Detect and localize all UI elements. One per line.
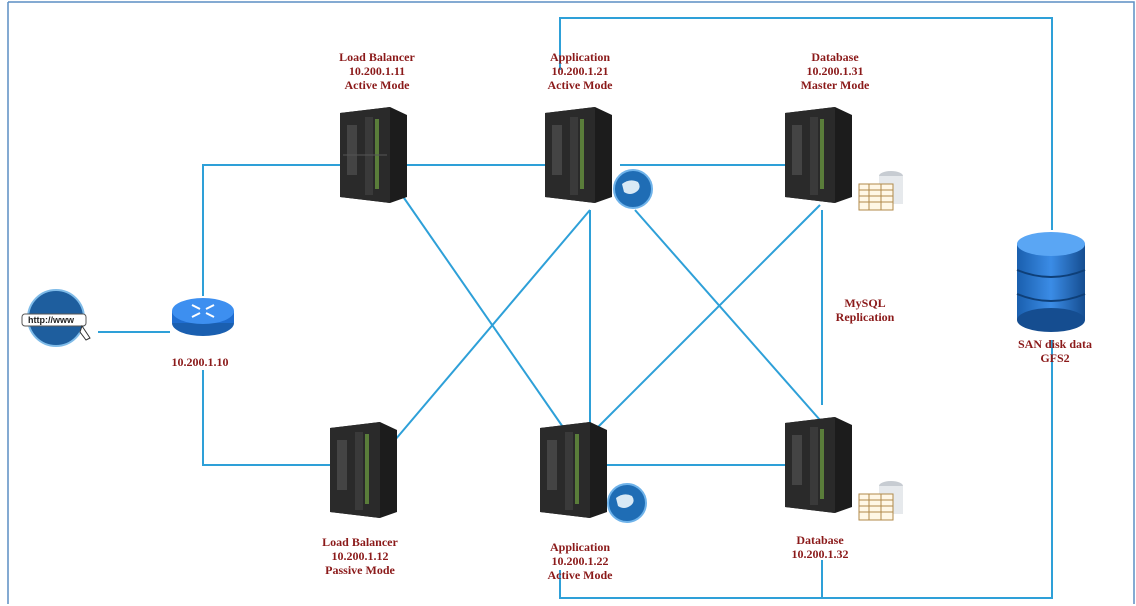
server-icon [780,105,855,209]
router-icon [170,295,236,343]
link-lb2-app1 [394,209,591,441]
server-icon [335,105,410,209]
link-router-lb2 [202,370,360,466]
link-top-bus-san [559,17,1053,230]
web-globe-icon [606,482,648,528]
link-bottom-bus-san [559,340,1053,599]
svg-text:http://www: http://www [28,315,75,325]
link-app2-db1 [594,204,821,431]
web-globe-icon [612,168,654,214]
diagram-frame [7,1,1135,604]
router-label: 10.200.1.10 [171,355,229,369]
server-icon [780,415,855,519]
server-icon [535,420,610,524]
server-icon [540,105,615,209]
database-table-icon [855,478,907,530]
database-cylinder-icon [1015,230,1087,338]
server-tower [340,107,407,203]
link-app1-db2 [634,209,821,421]
link-router-lb1 [202,164,375,296]
server-icon [325,420,400,524]
database-table-icon [855,168,907,220]
internet-globe-icon: http://www [20,288,100,356]
link-lb1-app2 [394,184,566,431]
